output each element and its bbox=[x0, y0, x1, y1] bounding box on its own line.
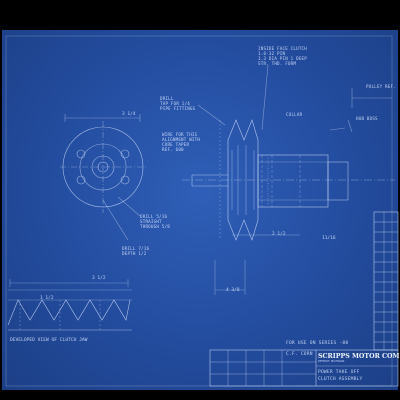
mid-call-note: WIRE FOR THIS ALIGNMENT WITH CORE TAPER … bbox=[162, 132, 201, 152]
hole-call-note: DRILL 5/16 STRAIGHT THROUGH 5/8 bbox=[140, 214, 170, 229]
dim-f: 11/16 bbox=[322, 236, 336, 241]
drawn-by: C.F. CORN bbox=[286, 352, 313, 357]
hub-label: HUB BOSS bbox=[356, 116, 378, 121]
drawing-title-2: CLUTCH ASSEMBLY bbox=[318, 377, 363, 382]
collar-label: COLLAR bbox=[286, 112, 303, 117]
company-location: DETROIT, MICHIGAN bbox=[318, 360, 345, 363]
title-block bbox=[209, 349, 399, 387]
dim-e: 1 1/2 bbox=[40, 296, 54, 301]
for-use-note: FOR USE ON SERIES -80 bbox=[286, 341, 349, 346]
pulley-label: PULLEY REF. bbox=[366, 84, 396, 89]
developed-jaw-view bbox=[7, 279, 132, 331]
left-call-note: DRILL TAP FOR 1/4 PIPE FITTINGS bbox=[160, 96, 196, 111]
developed-view-caption: DEVELOPED VIEW OF CLUTCH JAW bbox=[10, 338, 88, 343]
top-spec-note: INSIDE FACE CLUTCH 1.6-32 PIN 1.3 DIA PI… bbox=[258, 46, 307, 66]
end-view-flange bbox=[60, 114, 146, 241]
side-section bbox=[182, 64, 395, 295]
dim-a: 3 1/4 bbox=[122, 112, 136, 117]
dim-c: 4 3/8 bbox=[226, 288, 240, 293]
revision-table bbox=[373, 211, 399, 351]
bottom-call-note: DRILL 7/16 DEPTH 1/2 bbox=[122, 246, 150, 256]
dim-d: 3 1/2 bbox=[92, 276, 106, 281]
drawing-title-1: POWER TAKE OFF bbox=[318, 370, 360, 375]
dim-b: 2 1/2 bbox=[272, 232, 286, 237]
company-name: SCRIPPS MOTOR COM bbox=[318, 353, 400, 360]
